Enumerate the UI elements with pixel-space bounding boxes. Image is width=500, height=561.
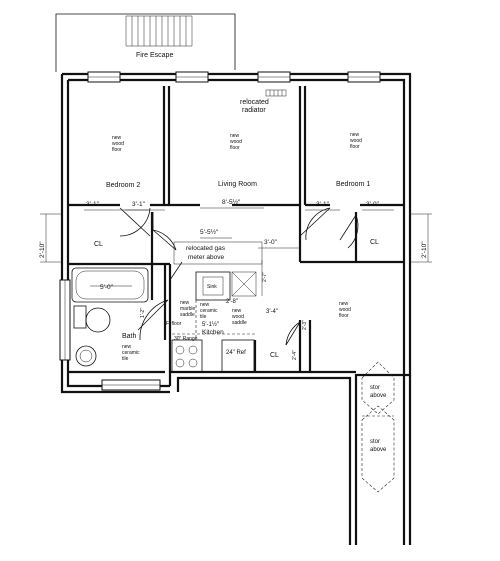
note-marble-saddle-3: saddle (180, 312, 195, 318)
dim-5-5: 5'-5½" (200, 228, 219, 236)
note-wood-floor-bed2-2: wood (112, 141, 124, 147)
radiator (265, 89, 287, 97)
note-relocated-radiator-2: radiator (242, 107, 266, 114)
room-bedroom-2: Bedroom 2 (106, 182, 140, 189)
dim-1-2: 1'-2" (140, 308, 146, 318)
note-wood-floor-right-3: floor (339, 313, 349, 319)
room-kitchen: Kitchen (202, 329, 224, 336)
note-range: 30" Range (174, 336, 198, 342)
note-wood-saddle-1: new (232, 308, 242, 314)
note-marble-saddle-1: new (180, 300, 190, 306)
closet-right: CL (370, 239, 379, 246)
note-ceramic-kitchen-3: tile (200, 314, 207, 320)
dim-2-8: 2'-8" (226, 299, 238, 305)
room-bedroom-1: Bedroom 1 (336, 181, 370, 188)
closet-left: CL (94, 241, 103, 248)
note-wood-floor-bed1-2: wood (350, 138, 362, 144)
dim-2-3: 2'-3" (302, 320, 308, 330)
note-wood-floor-bed1-3: floor (350, 144, 360, 150)
dim-3-1-c: 3'-1" (316, 201, 330, 208)
dim-3-1-a: 3'-1" (86, 201, 100, 208)
note-floor: Fl floor (166, 321, 182, 327)
dim-3-0-b: 3'-0" (264, 239, 278, 246)
note-wood-floor-living-1: new (230, 133, 240, 139)
dim-3-1-b: 3'-1" (132, 201, 146, 208)
note-stor-above-2a: stor (370, 439, 380, 445)
dim-8-5: 8'-5½" (222, 198, 241, 206)
note-ceramic-kitchen-2: ceramic (200, 308, 218, 314)
note-wood-floor-living-2: wood (230, 139, 242, 145)
windows (59, 71, 381, 391)
dim-3-0-a: 3'-0" (366, 201, 380, 208)
note-wood-saddle-2: wood (232, 314, 244, 320)
dim-2-7: 2'-7" (262, 272, 268, 282)
dim-2-10-right: 2'-10" (421, 241, 428, 258)
note-relocated-gas-1: relocated gas (186, 245, 226, 252)
note-wood-floor-right-2: wood (339, 307, 351, 313)
exterior-walls (60, 72, 412, 545)
note-wood-floor-living-3: floor (230, 145, 240, 151)
note-stor-above-1b: above (370, 393, 387, 399)
storage-above (361, 361, 395, 493)
room-bath: Bath (122, 333, 137, 340)
closet-kitchen: CL (270, 352, 279, 359)
note-stor-above-1a: stor (370, 385, 380, 391)
note-relocated-gas-2: meter above (188, 254, 225, 261)
note-marble-saddle-2: marble (180, 306, 196, 312)
gas-meter-note (169, 241, 263, 281)
note-wood-saddle-3: saddle (232, 320, 247, 326)
note-ceramic-bath-2: ceramic (122, 350, 140, 356)
note-ceramic-bath-3: tile (122, 356, 129, 362)
note-wood-floor-bed1-1: new (350, 132, 360, 138)
kitchen-fixtures (171, 271, 257, 373)
note-sink: Sink (207, 284, 217, 290)
bath-fixtures (71, 267, 149, 367)
note-wood-floor-bed2-1: new (112, 135, 122, 141)
dimension-lines (40, 207, 432, 296)
note-wood-floor-right-1: new (339, 301, 349, 307)
note-wood-floor-bed2-3: floor (112, 147, 122, 153)
room-living-room: Living Room (218, 181, 257, 188)
note-stor-above-2b: above (370, 447, 387, 453)
note-ref: 24" Ref (226, 350, 246, 356)
dim-2-4: 2'-4" (292, 350, 298, 360)
interior-walls (68, 86, 404, 374)
doors (119, 207, 359, 346)
note-ceramic-bath-1: new (122, 344, 132, 350)
dim-2-10-left: 2'-10" (39, 241, 46, 258)
dim-3-4: 3'-4" (266, 309, 278, 315)
fire-escape-label: Fire Escape (136, 52, 173, 59)
note-relocated-radiator-1: relocated (240, 99, 269, 106)
note-ceramic-kitchen-1: new (200, 302, 210, 308)
dim-5-0: 5'-0" (100, 284, 114, 291)
fire-escape: Fire Escape (55, 13, 236, 72)
dim-5-1: 5'-1½" (202, 321, 219, 328)
